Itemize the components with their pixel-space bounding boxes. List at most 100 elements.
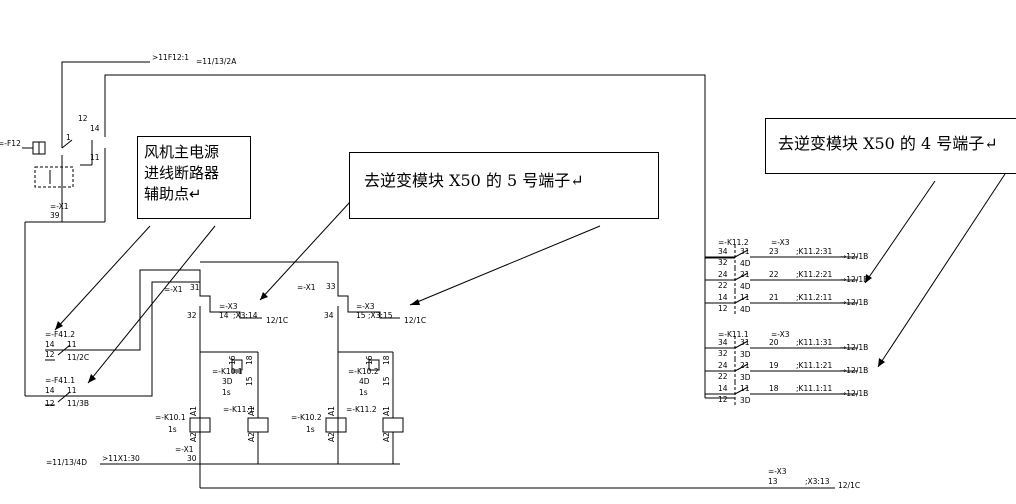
label-x3-15: =-X3 [356, 302, 375, 311]
label-coil-k111: =-K11.1 [223, 405, 254, 414]
k111-row-r-0: 31 [740, 338, 750, 347]
k111-row-outref-2: →12/1B [840, 389, 868, 398]
label-k102-16-3: 16 [365, 355, 374, 365]
label-x1-30: =-X1 [175, 445, 194, 454]
k112-row-d-2: 4D [740, 305, 751, 314]
k111-row-n-2: 18 [769, 384, 779, 393]
label-a1-8: A1 [247, 406, 256, 416]
k112-row-n-1: 22 [769, 270, 779, 279]
label-k111-x3: =-X3 [771, 330, 790, 339]
callout-fan-breaker: 风机主电源 进线断路器 辅助点↵ [137, 136, 251, 219]
label-a1-12: A1 [382, 406, 391, 416]
k112-row-l-1: 24 [718, 270, 728, 279]
k112-row-r-0: 31 [740, 247, 750, 256]
callout-x50-pin4: 去逆变模块 X50 的 4 号端子↵ [765, 118, 1016, 174]
label-k102-1s: 1s [359, 388, 368, 397]
label-f12-14: 14 [90, 124, 100, 133]
label-f411-a: 14 [45, 386, 55, 395]
label-f411-b: 11 [67, 386, 77, 395]
label-k101: =-K10.1 [212, 367, 243, 376]
label-n33: 33 [326, 282, 336, 291]
k112-row-l-2: 14 [718, 293, 728, 302]
label-k112-x3: =-X3 [771, 238, 790, 247]
k112-row-contact-2 [734, 295, 749, 304]
label-a1-6: A1 [189, 406, 198, 416]
label-a1-10: A1 [327, 406, 336, 416]
k112-row-ref-2: ;K11.2:11 [796, 293, 832, 302]
k112-row-contact-0 [734, 249, 749, 258]
label-n34: 34 [324, 311, 334, 320]
k112-row-contact-1 [734, 272, 749, 281]
k111-row-r-2: 11 [740, 384, 750, 393]
k111-row-s-0: 32 [718, 349, 728, 358]
k112-row-d-1: 4D [740, 282, 751, 291]
k111-row-outref-1: →12/1B [840, 366, 868, 375]
label-n31: 31 [190, 283, 200, 292]
label-f412: =-F41.2 [45, 330, 75, 339]
k111-row-n-0: 20 [769, 338, 779, 347]
k111-row-contact-0 [734, 340, 749, 349]
label-f12-1: 1 [66, 133, 71, 142]
label-coil-k101: =-K10.1 [155, 413, 186, 422]
label-x1-39: =-X1 [50, 202, 69, 211]
callout-x50-pin4-text: 去逆变模块 X50 的 4 号端子↵ [778, 134, 998, 153]
label-x1-33: =-X1 [297, 283, 316, 292]
label-ref-4d: =11/13/4D [46, 458, 87, 467]
label-f412-a: 14 [45, 340, 55, 349]
k112-row-outref-0: →12/1B [840, 252, 868, 261]
label-top-ref2: =11/13/2A [196, 57, 237, 66]
label-f12-12: 12 [78, 114, 88, 123]
k112-row-outref-1: →12/1B [840, 275, 868, 284]
label-f411-c: 12 [45, 399, 55, 408]
k112-row-d-0: 4D [740, 259, 751, 268]
k111-row-ref-0: ;K11.1:31 [796, 338, 832, 347]
k111-row-d-0: 3D [740, 350, 751, 359]
k112-row-r-2: 11 [740, 293, 750, 302]
k112-row-s-0: 32 [718, 258, 728, 267]
k112-row-l-0: 34 [718, 247, 728, 256]
label-x1-31: =-X1 [164, 285, 183, 294]
k112-row-s-2: 12 [718, 304, 728, 313]
label-k102-4d: 4D [359, 377, 370, 386]
label-out-12-1c-c: 12/1C [838, 481, 860, 490]
label-x3-13: =-X3 [768, 467, 787, 476]
label-n13: 13 [768, 477, 778, 486]
k112-row-n-2: 21 [769, 293, 779, 302]
callout-x50-pin5-text: 去逆变模块 X50 的 5 号端子↵ [364, 171, 584, 190]
label-a2-7: A2 [189, 432, 198, 442]
label-coil-k112: =-K11.2 [346, 405, 377, 414]
label-f411-ref: 11/3B [67, 399, 89, 408]
callout-fan-line-2: 进线断路器 [144, 164, 220, 182]
label-ref-x313: ;X3:13 [805, 477, 830, 486]
label-k112: =-K11.2 [718, 238, 749, 247]
label-ref-11x1: >11X1:30 [102, 454, 140, 463]
k111-row-l-2: 14 [718, 384, 728, 393]
callout-fan-line-1: 风机主电源 [144, 143, 220, 161]
label-f411: =-F41.1 [45, 376, 75, 385]
k112-row-ref-0: ;K11.2:31 [796, 247, 832, 256]
callout-x50-pin5: 去逆变模块 X50 的 5 号端子↵ [349, 152, 659, 219]
label-f412-b: 11 [67, 340, 77, 349]
label-ref-x315: ;X3:15 [368, 311, 393, 320]
label-k101-1s: 1s [222, 388, 231, 397]
label-a2-13: A2 [382, 432, 391, 442]
k111-row-ref-1: ;K11.1:21 [796, 361, 832, 370]
k111-row-s-2: 12 [718, 395, 728, 404]
label-k102-15-5: 15 [382, 376, 391, 386]
label-n14: 14 [219, 311, 229, 320]
label-n15: 15 [356, 311, 366, 320]
label-coil-k102: =-K10.2 [291, 413, 322, 422]
label-f412-ref: 11/2C [67, 353, 89, 362]
label-k102: =-K10.2 [348, 367, 379, 376]
k111-row-ref-2: ;K11.1:11 [796, 384, 832, 393]
k112-row-ref-1: ;K11.2:21 [796, 270, 832, 279]
label-out-12-1c-a: 12/1C [266, 316, 288, 325]
label-top-ref: >11F12:1 [152, 53, 189, 62]
k111-row-l-1: 24 [718, 361, 728, 370]
label-coil-k101-t: 1s [168, 425, 177, 434]
k112-row-outref-2: →12/1B [840, 298, 868, 307]
label-x3-14: =-X3 [219, 302, 238, 311]
k111-row-s-1: 22 [718, 372, 728, 381]
label-a2-11: A2 [327, 432, 336, 442]
